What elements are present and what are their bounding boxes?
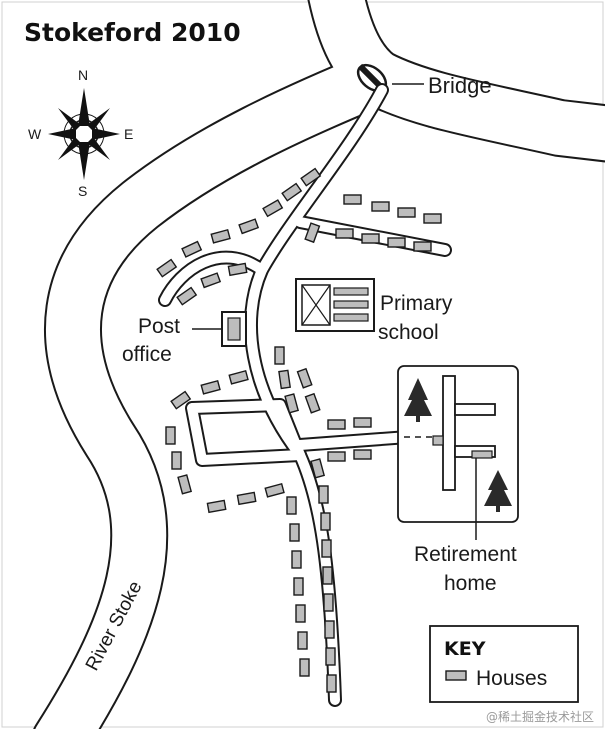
key-house-icon bbox=[445, 670, 467, 681]
house bbox=[200, 272, 222, 289]
house bbox=[289, 523, 300, 542]
house bbox=[206, 499, 227, 514]
house bbox=[353, 417, 372, 428]
house bbox=[210, 228, 231, 244]
house bbox=[304, 392, 321, 414]
house bbox=[170, 390, 192, 410]
key-houses-label: Houses bbox=[476, 667, 547, 690]
house bbox=[321, 539, 332, 558]
map-title: Stokeford 2010 bbox=[24, 18, 241, 47]
house bbox=[299, 658, 310, 677]
house bbox=[274, 346, 285, 365]
house bbox=[361, 233, 380, 244]
house bbox=[284, 393, 300, 414]
house bbox=[327, 451, 346, 462]
watermark: @稀土掘金技术社区 bbox=[486, 709, 594, 724]
house bbox=[310, 458, 326, 479]
house bbox=[343, 194, 362, 205]
house bbox=[293, 577, 304, 596]
house bbox=[227, 262, 248, 277]
house bbox=[371, 201, 390, 212]
house bbox=[291, 550, 302, 569]
house bbox=[295, 604, 306, 623]
house bbox=[320, 512, 331, 531]
house bbox=[327, 419, 346, 430]
compass-e: E bbox=[124, 126, 133, 142]
house bbox=[165, 426, 176, 445]
primary-school-label-1: Primary bbox=[380, 292, 453, 315]
house bbox=[322, 566, 333, 585]
house bbox=[300, 167, 322, 187]
house bbox=[387, 237, 406, 248]
primary-school-label-2: school bbox=[378, 321, 439, 344]
house bbox=[278, 369, 291, 390]
house bbox=[323, 593, 334, 612]
river-stoke bbox=[33, 0, 605, 729]
house bbox=[228, 369, 249, 385]
bridge-label: Bridge bbox=[428, 73, 492, 98]
compass-n: N bbox=[78, 67, 88, 83]
tree-icon bbox=[404, 378, 432, 422]
house bbox=[238, 218, 260, 235]
compass-rose-icon bbox=[48, 88, 120, 180]
house bbox=[156, 258, 178, 278]
house bbox=[324, 620, 335, 639]
house bbox=[326, 674, 337, 693]
post-office-label-1: Post bbox=[138, 315, 180, 338]
houses bbox=[156, 167, 442, 693]
house bbox=[413, 241, 432, 252]
post-office-building bbox=[192, 311, 247, 347]
house bbox=[281, 182, 303, 202]
compass-w: W bbox=[28, 126, 42, 142]
compass-s: S bbox=[78, 183, 87, 199]
house bbox=[171, 451, 182, 470]
house bbox=[200, 379, 221, 395]
house bbox=[304, 222, 321, 244]
house bbox=[181, 240, 203, 258]
house bbox=[297, 631, 308, 650]
house bbox=[318, 485, 329, 504]
map-key bbox=[429, 625, 579, 703]
house bbox=[325, 647, 336, 666]
house bbox=[335, 228, 354, 239]
house bbox=[177, 474, 193, 495]
retirement-home-label-2: home bbox=[444, 572, 497, 595]
house bbox=[397, 207, 416, 218]
house bbox=[286, 496, 297, 515]
house bbox=[262, 199, 284, 218]
key-title: KEY bbox=[444, 638, 486, 660]
retirement-home-grounds bbox=[397, 365, 519, 540]
tree-icon bbox=[484, 470, 512, 512]
house bbox=[176, 286, 198, 306]
house bbox=[264, 482, 285, 498]
retirement-home-label-1: Retirement bbox=[414, 543, 517, 566]
house bbox=[236, 491, 257, 506]
house bbox=[423, 213, 442, 224]
house bbox=[353, 449, 372, 460]
post-office-label-2: office bbox=[122, 343, 172, 366]
house bbox=[296, 367, 313, 389]
primary-school-building bbox=[295, 278, 375, 332]
